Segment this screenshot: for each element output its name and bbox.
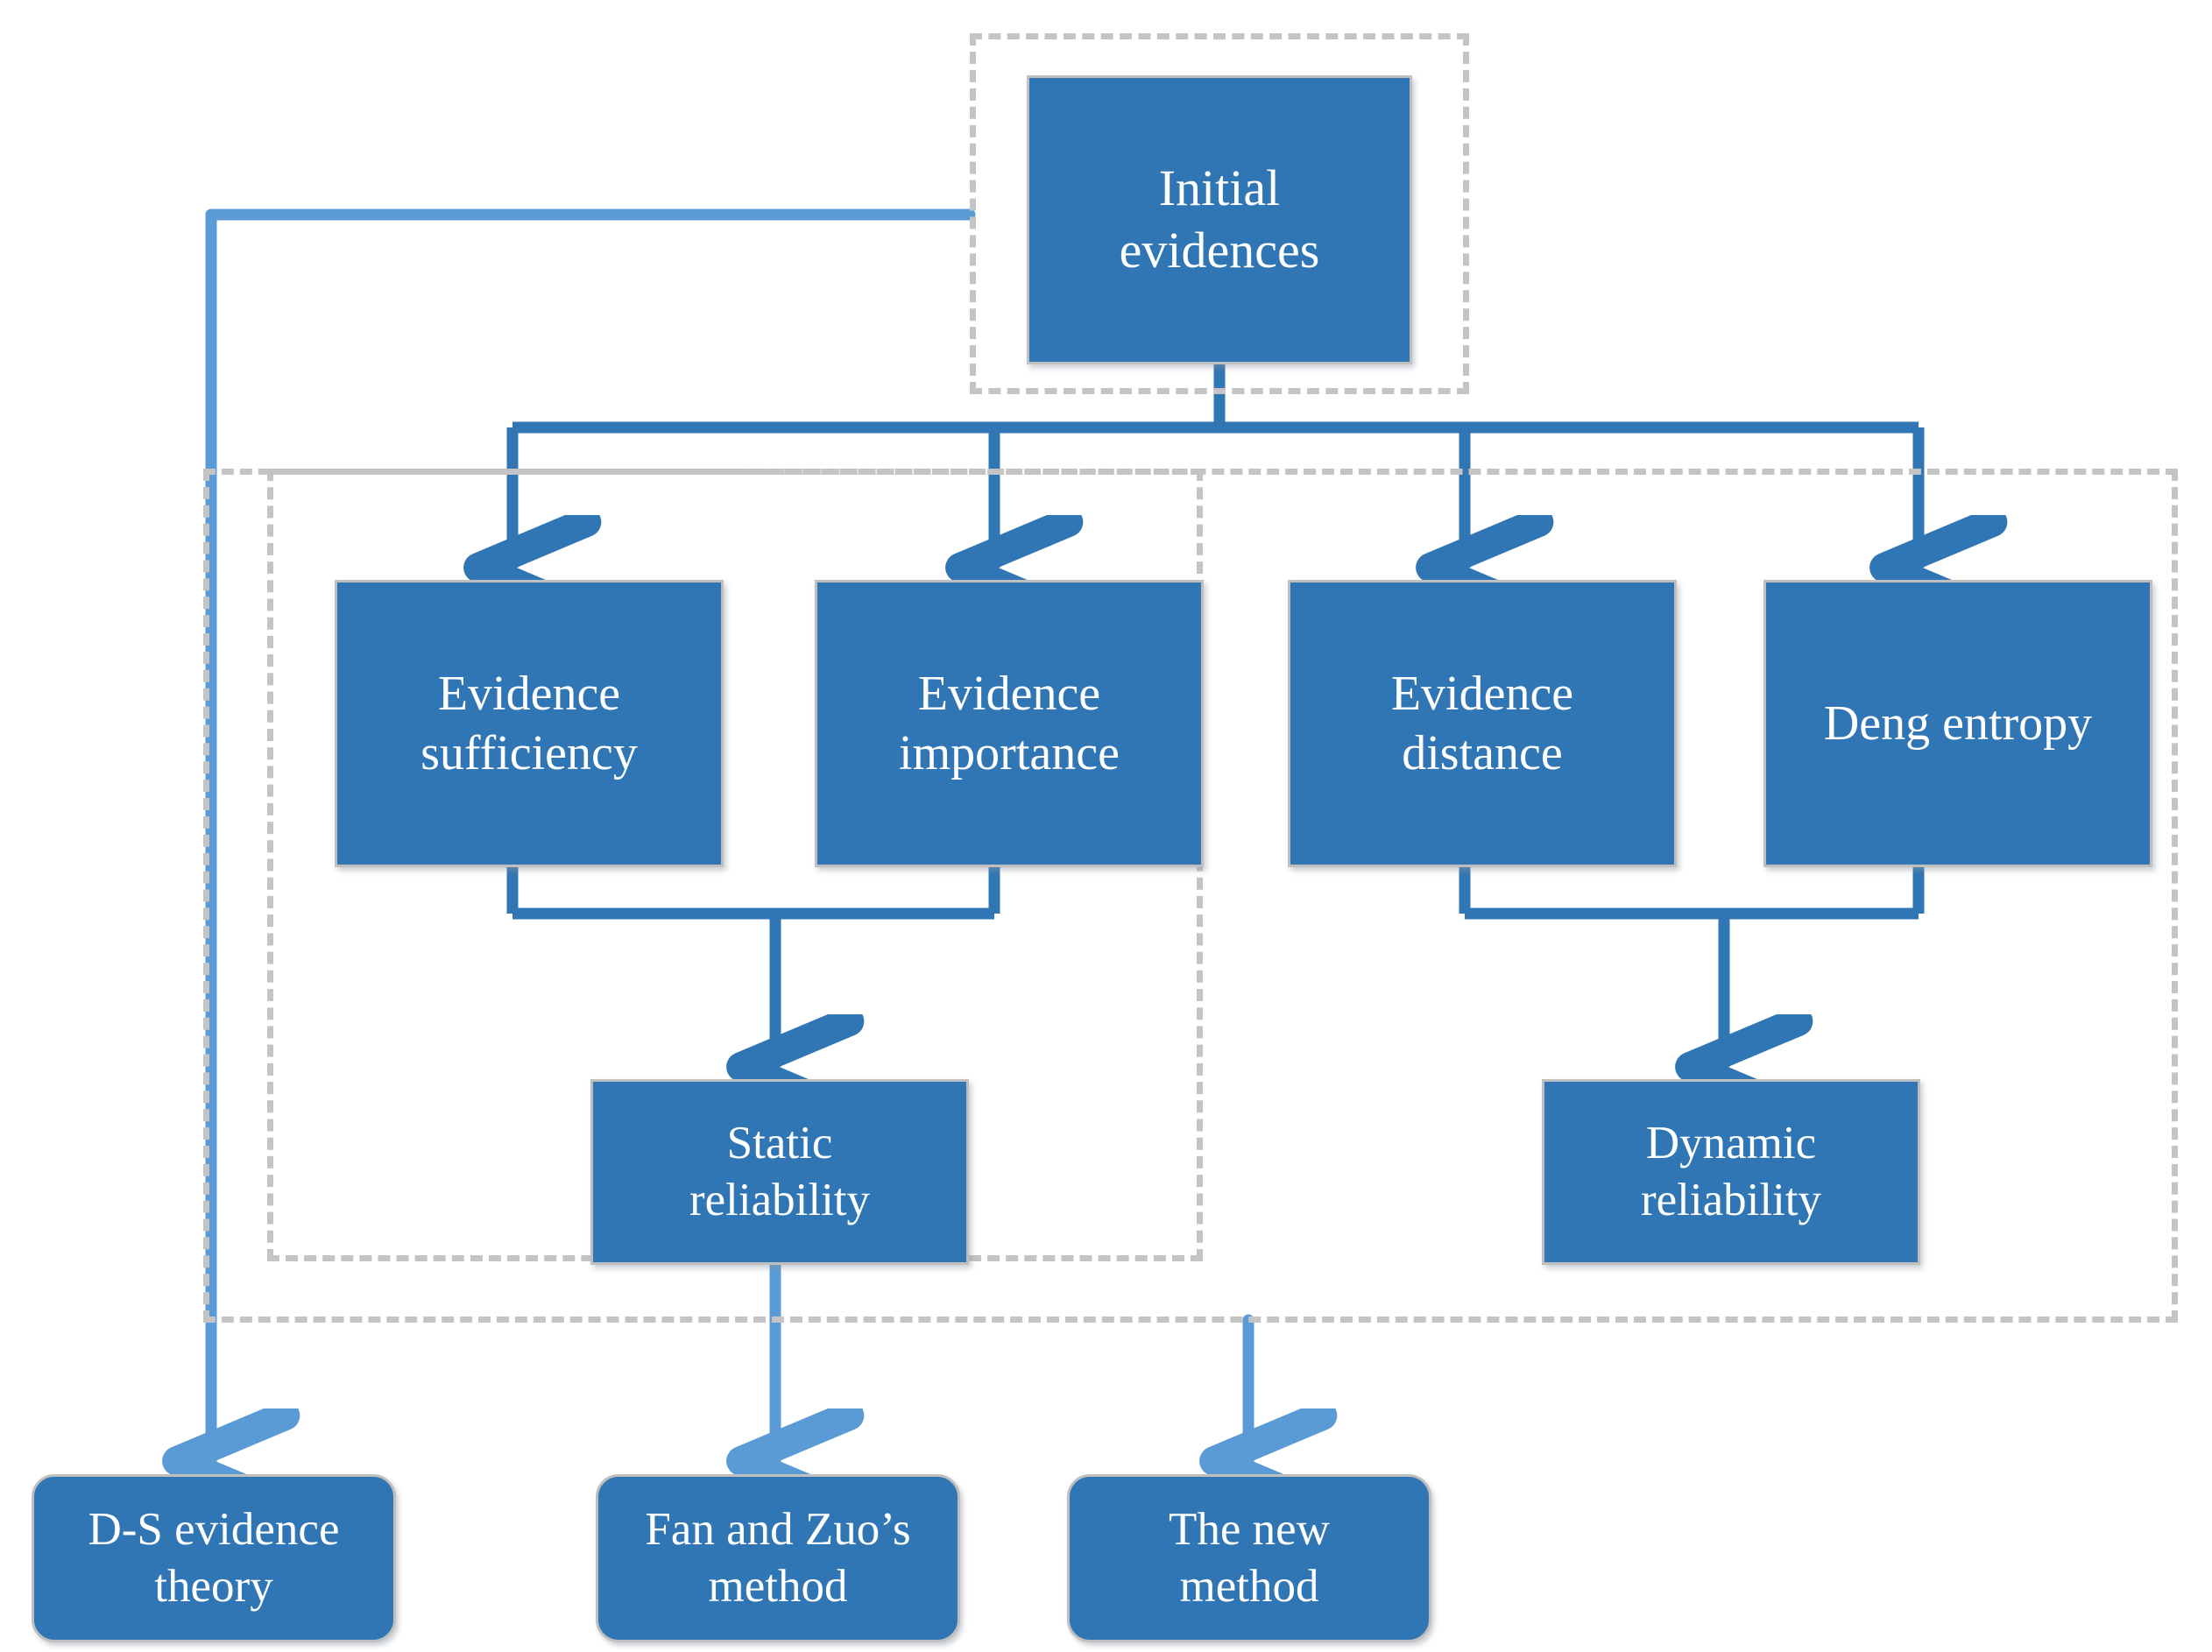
node-evidence-importance-label: Evidence importance bbox=[899, 666, 1120, 780]
node-dynamic-reliability-label: Dynamic reliability bbox=[1640, 1118, 1822, 1225]
node-the-new-method-label: The new method bbox=[1169, 1504, 1330, 1612]
node-static-reliability-label: Static reliability bbox=[689, 1118, 871, 1225]
node-deng-entropy[interactable]: Deng entropy bbox=[1763, 580, 2152, 867]
node-evidence-sufficiency[interactable]: Evidence sufficiency bbox=[335, 580, 724, 867]
node-static-reliability[interactable]: Static reliability bbox=[590, 1079, 969, 1265]
node-evidence-sufficiency-label: Evidence sufficiency bbox=[420, 666, 638, 780]
node-dynamic-reliability[interactable]: Dynamic reliability bbox=[1542, 1079, 1920, 1265]
node-fan-and-zuo-method-label: Fan and Zuo’s method bbox=[645, 1504, 911, 1612]
node-the-new-method[interactable]: The new method bbox=[1067, 1474, 1431, 1642]
node-deng-entropy-label: Deng entropy bbox=[1823, 695, 2093, 751]
node-evidence-distance-label: Evidence distance bbox=[1390, 666, 1574, 780]
node-ds-evidence-theory-label: D-S evidence theory bbox=[88, 1504, 340, 1612]
node-ds-evidence-theory[interactable]: D-S evidence theory bbox=[32, 1474, 396, 1642]
node-initial-evidences[interactable]: Initial evidences bbox=[1027, 75, 1412, 364]
node-fan-and-zuo-method[interactable]: Fan and Zuo’s method bbox=[596, 1474, 960, 1642]
node-evidence-importance[interactable]: Evidence importance bbox=[815, 580, 1204, 867]
node-initial-evidences-label: Initial evidences bbox=[1119, 159, 1320, 279]
node-evidence-distance[interactable]: Evidence distance bbox=[1288, 580, 1677, 867]
